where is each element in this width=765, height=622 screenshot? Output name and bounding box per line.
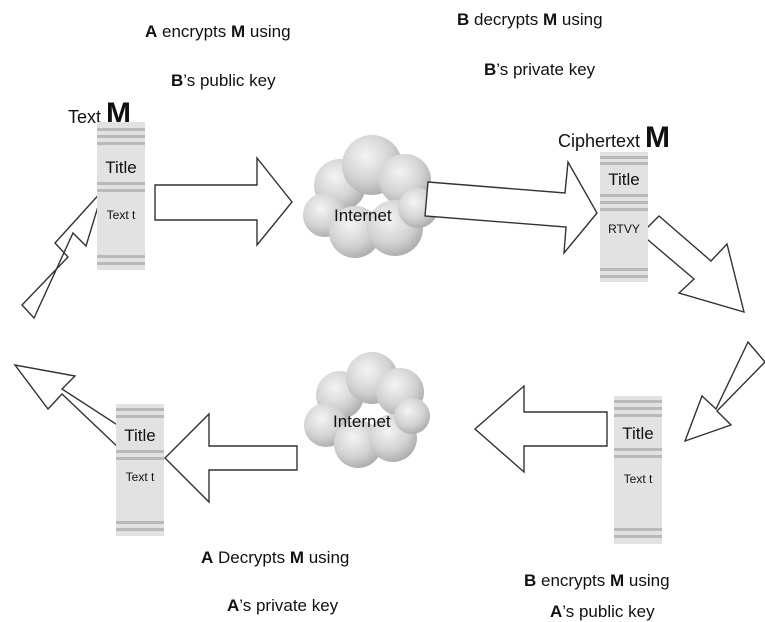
doc-line: [614, 535, 662, 538]
doc-line: [97, 255, 145, 258]
caption-object: M: [289, 548, 304, 567]
doc-body: RTVY: [608, 222, 640, 236]
caption-tail: using: [303, 548, 350, 567]
caption-key-owner: B: [484, 60, 497, 79]
doc-body: Text t: [623, 472, 653, 486]
caption-actor: B: [524, 571, 537, 590]
internet-label-top: Internet: [334, 206, 392, 225]
doc-body: Text t: [106, 208, 136, 222]
doc-title: Title: [124, 426, 156, 445]
caption-verb: encrypts: [157, 22, 231, 41]
doc-heading-plaintext: Text M: [68, 97, 131, 131]
arrow-left-bottom-right: [473, 384, 608, 474]
doc-line: [600, 194, 648, 197]
doc-line: [614, 448, 662, 451]
caption-key-tail: ’s private key: [239, 596, 339, 615]
doc-line: [614, 407, 662, 410]
doc-body: Text t: [125, 470, 155, 484]
doc-line: [614, 455, 662, 458]
caption-tail: using: [245, 22, 291, 41]
caption-a-encrypts-key: B’s public key: [171, 71, 276, 91]
doc-line: [600, 156, 648, 159]
caption-key-tail: ’s public key: [562, 602, 655, 621]
doc-line: [600, 208, 648, 211]
caption-b-decrypts-key: B’s private key: [484, 60, 595, 80]
caption-key-tail: ’s public key: [183, 71, 276, 90]
caption-a-decrypts: A Decrypts M using: [201, 548, 349, 568]
arrow-diagonal-up-right: [21, 189, 104, 320]
doc-heading-ciphertext: Ciphertext M: [558, 121, 670, 155]
doc-title: Title: [105, 158, 137, 177]
internet-label-bottom: Internet: [333, 412, 391, 431]
caption-key-owner: A: [550, 602, 563, 621]
doc-line: [116, 415, 164, 418]
doc-line: [600, 275, 648, 278]
doc-line: [97, 142, 145, 145]
internet-cloud-top: [303, 135, 438, 258]
caption-verb: Decrypts: [213, 548, 290, 567]
doc-line: [116, 450, 164, 453]
doc-line: [600, 268, 648, 271]
doc-line: [97, 135, 145, 138]
caption-a-encrypts: A encrypts M using: [145, 22, 291, 42]
doc-heading-m: M: [645, 121, 671, 154]
doc-line: [614, 528, 662, 531]
doc-title: Title: [608, 170, 640, 189]
caption-b-encrypts: B encrypts M using: [524, 571, 670, 591]
document-bottom-right: Title Text t: [614, 396, 662, 544]
document-plaintext-top-left: Title Text t: [97, 122, 145, 270]
caption-actor: A: [145, 22, 158, 41]
caption-verb: decrypts: [469, 10, 543, 29]
doc-line: [116, 521, 164, 524]
caption-key-owner: B: [171, 71, 184, 90]
arrow-diagonal-down-right: [639, 215, 745, 314]
doc-line: [116, 528, 164, 531]
doc-line: [97, 182, 145, 185]
arrow-left-bottom-left: [164, 412, 298, 504]
arrow-diagonal-down-left: [683, 340, 765, 443]
doc-line: [600, 162, 648, 165]
caption-key-owner: A: [227, 596, 240, 615]
doc-line: [116, 408, 164, 411]
caption-b-decrypts: B decrypts M using: [457, 10, 603, 30]
doc-heading-text: Text: [68, 107, 107, 127]
caption-object: M: [542, 10, 558, 29]
caption-object: M: [230, 22, 246, 41]
doc-line: [614, 400, 662, 403]
doc-line: [97, 128, 145, 131]
doc-line: [97, 262, 145, 265]
internet-cloud-bottom: [304, 352, 430, 468]
caption-actor: B: [457, 10, 470, 29]
caption-a-decrypts-key: A’s private key: [227, 596, 338, 616]
doc-line: [614, 414, 662, 417]
doc-line: [600, 201, 648, 204]
caption-key-tail: ’s private key: [496, 60, 596, 79]
document-bottom-left: Title Text t: [116, 404, 164, 536]
arrow-right-top-left: [154, 155, 293, 247]
arrow-right-top-right: [424, 159, 598, 256]
caption-actor: A: [201, 548, 214, 567]
doc-line: [97, 189, 145, 192]
document-ciphertext-top-right: Title RTVY: [600, 152, 648, 282]
caption-tail: using: [557, 10, 603, 29]
doc-title: Title: [622, 424, 654, 443]
caption-b-encrypts-key: A’s public key: [550, 602, 655, 622]
caption-verb: encrypts: [536, 571, 610, 590]
doc-line: [116, 457, 164, 460]
doc-heading-text: Ciphertext: [558, 131, 646, 151]
caption-object: M: [609, 571, 625, 590]
caption-tail: using: [624, 571, 670, 590]
